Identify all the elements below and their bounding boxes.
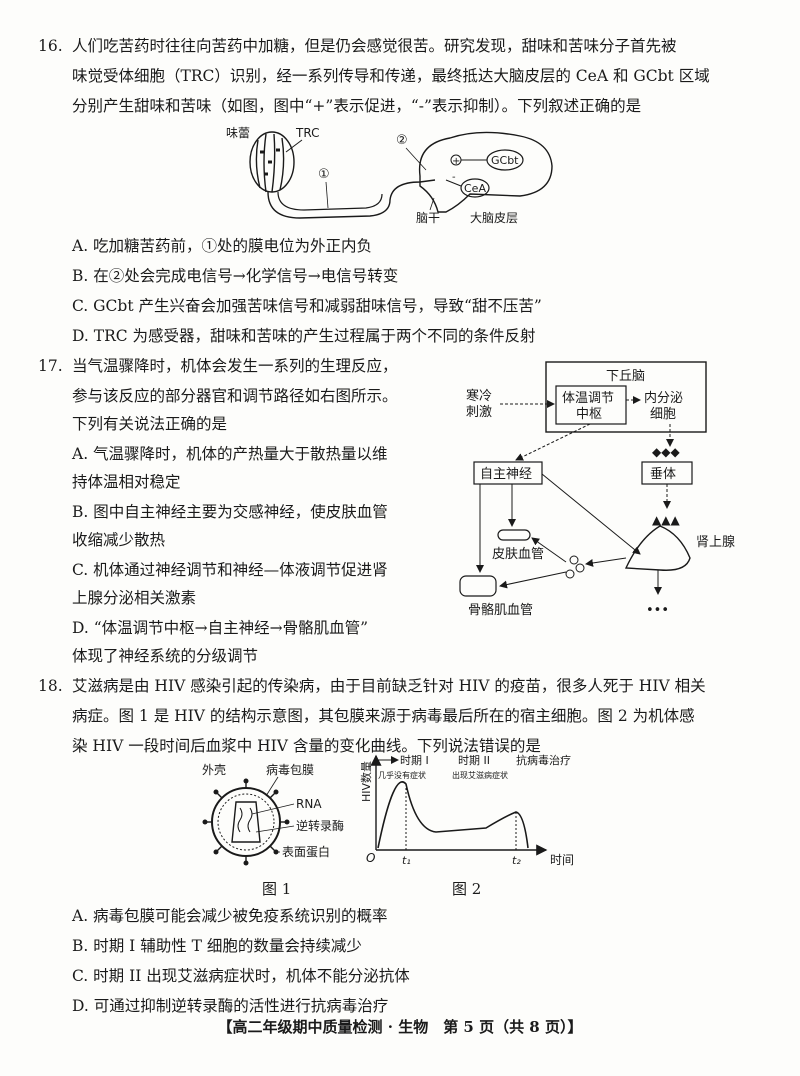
question-number: 17. <box>38 357 63 375</box>
fig-label-cortex: 大脑皮层 <box>470 211 518 225</box>
fig-label-period-2: 时期 II <box>458 754 490 767</box>
option-c[interactable]: C. 机体通过神经调节和神经—体液调节促进肾 <box>72 561 388 579</box>
fig-label-ellipsis: ••• <box>646 603 669 618</box>
svg-text:◆◆◆: ◆◆◆ <box>652 445 680 459</box>
taste-bud-drawing <box>249 131 295 193</box>
brain-outline <box>418 131 553 213</box>
option-a[interactable]: A. 气温骤降时，机体的产热量大于散热量以维 <box>72 445 388 463</box>
fig-label-center-2: 中枢 <box>576 407 602 422</box>
option-d-cont: 体现了神经系统的分级调节 <box>72 647 259 665</box>
fig-label-center-1: 体温调节 <box>562 391 614 406</box>
hiv-curve-figure: HIV数量 时间 O t₁ t₂ 时期 I 时期 II 抗病毒治疗 几乎没有症状… <box>360 753 574 867</box>
fig-label-envelope: 病毒包膜 <box>266 762 314 777</box>
option-c[interactable]: C. 时期 II 出现艾滋病症状时，机体不能分泌抗体 <box>72 967 410 985</box>
fig-label-rt: 逆转录酶 <box>296 818 344 833</box>
stem-line: 病症。图 1 是 HIV 的结构示意图，其包膜来源于病毒最后所在的宿主细胞。图 … <box>72 707 695 725</box>
fig-label-hypothalamus: 下丘脑 <box>606 369 645 384</box>
fig-note-period-2: 出现艾滋病症状 <box>452 770 508 780</box>
fig-label-adrenal: 肾上腺 <box>696 535 735 550</box>
fig-label-cold-1: 寒冷 <box>466 388 492 404</box>
fig-tick-t1: t₁ <box>402 854 411 867</box>
fig-label-autonomic: 自主神经 <box>480 467 532 482</box>
hiv-structure-figure: 外壳 病毒包膜 RNA 逆转录酶 表面蛋白 <box>202 762 344 866</box>
option-b[interactable]: B. 时期 I 辅助性 T 细胞的数量会持续减少 <box>72 937 362 955</box>
fig-label-cea: CeA <box>464 182 486 195</box>
stem-line: 人们吃苦药时往往向苦药中加糖，但是仍会感觉很苦。研究发现，甜味和苦味分子首先被 <box>72 37 677 55</box>
fig-label-rna: RNA <box>296 797 322 811</box>
option-d[interactable]: D. 可通过抑制逆转录酶的活性进行抗病毒治疗 <box>72 997 389 1015</box>
stem-line: 参与该反应的部分器官和调节路径如右图所示。 <box>72 387 398 405</box>
option-a-cont: 持体温相对稳定 <box>72 473 181 491</box>
figure-1-caption: 图 1 <box>262 880 292 898</box>
fig-label-pituitary: 垂体 <box>650 467 676 482</box>
fig-label-taste-bud: 味蕾 <box>226 126 250 140</box>
option-a[interactable]: A. 吃加糖苦药前，①处的膜电位为外正内负 <box>72 237 373 255</box>
nerve-fiber <box>267 179 436 219</box>
fig-axis-xlabel: 时间 <box>550 853 574 867</box>
fig-tick-t2: t₂ <box>512 854 521 867</box>
option-c[interactable]: C. GCbt 产生兴奋会加强苦味信号和减弱甜味信号，导致“甜不压苦” <box>72 297 542 315</box>
fig-label-endo-2: 细胞 <box>650 407 676 422</box>
fig-label-trc: TRC <box>295 126 319 140</box>
fig-label-site-1: ① <box>318 167 330 182</box>
fig-origin: O <box>366 851 375 865</box>
fig-label-endo-1: 内分泌 <box>644 390 683 406</box>
fig-label-muscle-vessel: 骨骼肌血管 <box>468 602 533 618</box>
option-c-cont: 上腺分泌相关激素 <box>72 589 197 607</box>
fig-label-shell: 外壳 <box>202 763 226 777</box>
figure-2-caption: 图 2 <box>452 880 482 898</box>
page-footer: 【高二年级期中质量检测 · 生物 第 5 页（共 8 页）】 <box>217 1018 583 1036</box>
fig-label-gcbt: GCbt <box>491 154 519 167</box>
option-d[interactable]: D. TRC 为感受器，甜味和苦味的产生过程属于两个不同的条件反射 <box>72 327 536 345</box>
question-number: 18. <box>38 677 63 695</box>
fig-axis-ylabel: HIV数量 <box>360 761 373 802</box>
option-b[interactable]: B. 在②处会完成电信号→化学信号→电信号转变 <box>72 267 399 285</box>
fig-sign-minus: - <box>452 172 456 183</box>
fig-sign-plus: + <box>452 156 460 167</box>
fig-label-brainstem: 脑干 <box>416 211 440 225</box>
fig-label-treatment: 抗病毒治疗 <box>516 753 571 767</box>
question-number: 16. <box>38 37 63 55</box>
hiv-level-curve <box>377 781 529 849</box>
fig-note-period-1: 几乎没有症状 <box>378 770 426 780</box>
stem-line: 味觉受体细胞（TRC）识别，经一系列传导和传递，最终抵达大脑皮层的 CeA 和 … <box>72 67 710 85</box>
fig-label-period-1: 时期 I <box>400 754 429 767</box>
stem-line: 当气温骤降时，机体会发生一系列的生理反应， <box>72 357 398 375</box>
svg-text:▲▲▲: ▲▲▲ <box>652 513 680 527</box>
fig-label-surface: 表面蛋白 <box>282 844 330 859</box>
stem-line: 分别产生甜味和苦味（如图，图中“+”表示促进，“-”表示抑制）。下列叙述正确的是 <box>72 97 642 115</box>
taste-pathway-figure: 味蕾 TRC ① ② GCbt CeA + - 脑干 大脑皮层 <box>226 126 553 225</box>
option-d[interactable]: D. “体温调节中枢→自主神经→骨骼肌血管” <box>72 619 369 637</box>
option-b-cont: 收缩减少散热 <box>72 531 166 549</box>
stem-line: 染 HIV 一段时间后血浆中 HIV 含量的变化曲线。下列说法错误的是 <box>72 737 541 755</box>
stem-line: 下列有关说法正确的是 <box>72 415 228 433</box>
option-b[interactable]: B. 图中自主神经主要为交感神经，使皮肤血管 <box>72 503 388 521</box>
thermoregulation-figure: 下丘脑 体温调节 中枢 内分泌 细胞 寒冷 刺激 ◆◆◆ 自主神经 垂体 ▲▲▲… <box>459 361 735 618</box>
fig-label-cold-2: 刺激 <box>466 405 492 420</box>
fig-label-site-2: ② <box>396 133 408 148</box>
fig-label-skin-vessel: 皮肤血管 <box>492 547 544 562</box>
option-a[interactable]: A. 病毒包膜可能会减少被免疫系统识别的概率 <box>72 907 388 925</box>
stem-line: 艾滋病是由 HIV 感染引起的传染病，由于目前缺乏针对 HIV 的疫苗，很多人死… <box>72 677 706 695</box>
